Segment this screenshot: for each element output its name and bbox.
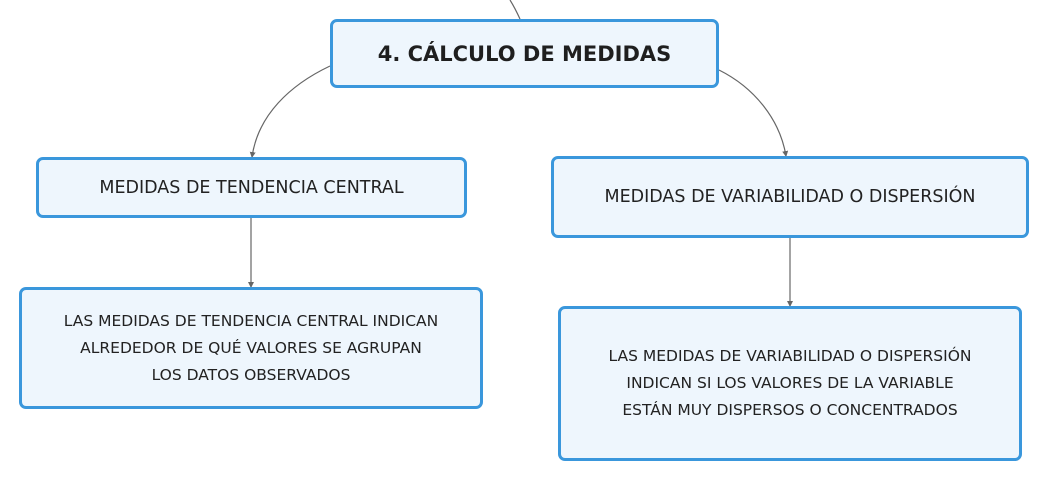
node-tendencia-central-label: MEDIDAS DE TENDENCIA CENTRAL (99, 177, 404, 198)
detail-line: ALREDEDOR DE QUÉ VALORES SE AGRUPAN (80, 338, 422, 357)
root-node-label: 4. CÁLCULO DE MEDIDAS (377, 41, 672, 66)
node-tendencia-central-detail-text: LAS MEDIDAS DE TENDENCIA CENTRAL INDICAN… (64, 308, 439, 389)
node-variabilidad-dispersion[interactable]: MEDIDAS DE VARIABILIDAD O DISPERSIÓN (551, 156, 1029, 238)
detail-line: LAS MEDIDAS DE VARIABILIDAD O DISPERSIÓN (608, 347, 972, 365)
detail-line: LAS MEDIDAS DE TENDENCIA CENTRAL INDICAN (63, 311, 439, 330)
node-variabilidad-dispersion-detail-text: LAS MEDIDAS DE VARIABILIDAD O DISPERSIÓN… (608, 343, 971, 424)
node-tendencia-central-detail[interactable]: LAS MEDIDAS DE TENDENCIA CENTRAL INDICAN… (19, 287, 483, 409)
detail-line: LOS DATOS OBSERVADOS (151, 365, 351, 384)
node-variabilidad-dispersion-detail[interactable]: LAS MEDIDAS DE VARIABILIDAD O DISPERSIÓN… (558, 306, 1022, 461)
node-variabilidad-dispersion-label: MEDIDAS DE VARIABILIDAD O DISPERSIÓN (604, 187, 976, 207)
root-node[interactable]: 4. CÁLCULO DE MEDIDAS (330, 19, 719, 88)
connector-root-to-right (718, 69, 789, 157)
connector-root-to-left (249, 65, 331, 158)
detail-line: ESTÁN MUY DISPERSOS O CONCENTRADOS (622, 401, 958, 419)
connector-parent-to-root (509, 0, 521, 20)
detail-line: INDICAN SI LOS VALORES DE LA VARIABLE (626, 374, 954, 392)
node-tendencia-central[interactable]: MEDIDAS DE TENDENCIA CENTRAL (36, 157, 467, 218)
